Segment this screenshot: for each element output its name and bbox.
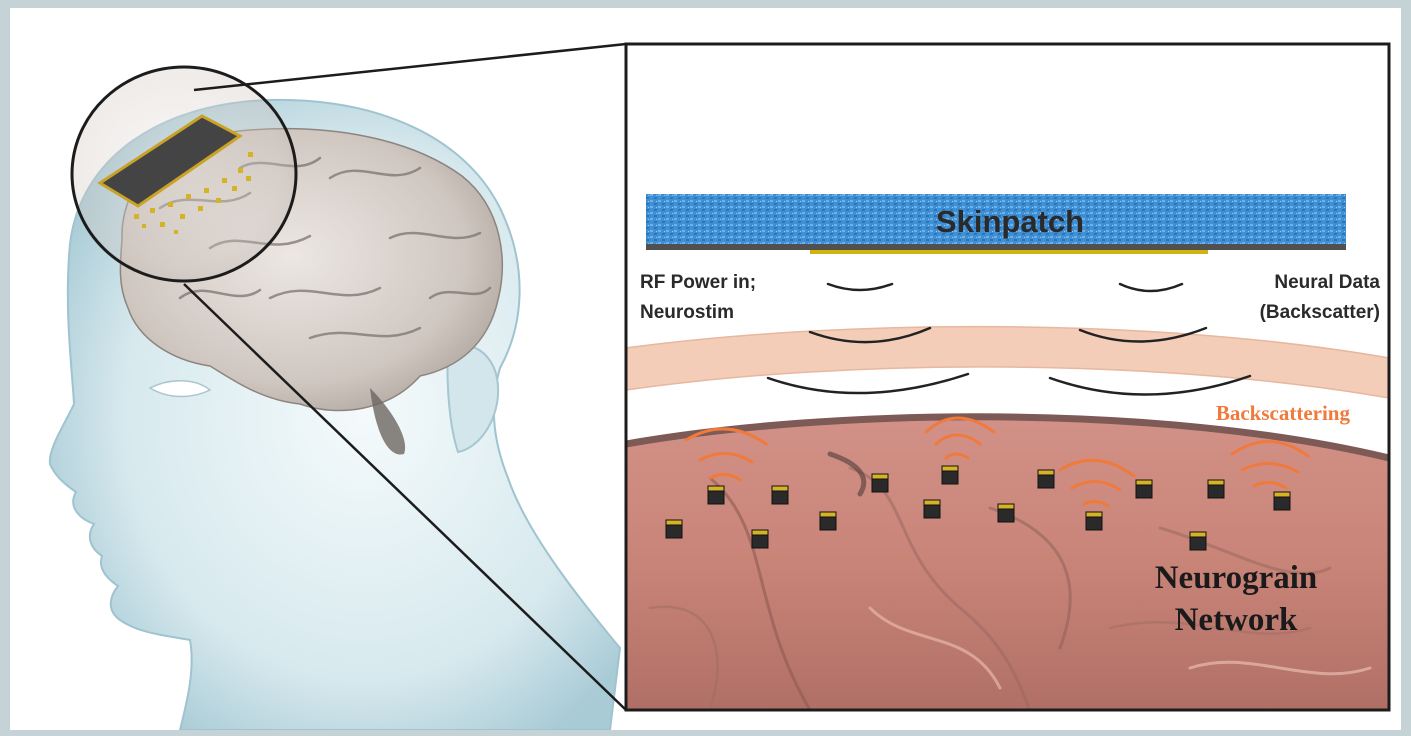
backscattering-label: Backscattering xyxy=(1216,401,1351,425)
neurograin-label-line2: Network xyxy=(1175,602,1298,638)
neurograin-label-line1: Neurograin xyxy=(1155,560,1318,596)
skinpatch-label: Skinpatch xyxy=(936,204,1084,239)
neurograin xyxy=(1136,480,1152,498)
neurograin xyxy=(924,500,940,518)
neurograin xyxy=(708,486,724,504)
neural-data-label-line2: (Backscatter) xyxy=(1260,302,1380,323)
neural-data-label-line1: Neural Data xyxy=(1274,272,1380,293)
zoom-panel: Skinpatch RF Power in; Neurostim Neural … xyxy=(626,44,1389,710)
neurograin xyxy=(1208,480,1224,498)
neurograin xyxy=(1274,492,1290,510)
skinpatch-coil xyxy=(810,250,1208,254)
neurograin xyxy=(998,504,1014,522)
neurograin xyxy=(1190,532,1206,550)
neurograin xyxy=(820,512,836,530)
neurograin xyxy=(942,466,958,484)
neurograin xyxy=(1038,470,1054,488)
rf-power-label-line2: Neurostim xyxy=(640,302,734,323)
zoom-connector-top xyxy=(194,44,626,90)
rf-power-label-line1: RF Power in; xyxy=(640,272,756,293)
figure-canvas: Skinpatch RF Power in; Neurostim Neural … xyxy=(10,8,1401,730)
neurograin-diagram: Skinpatch RF Power in; Neurostim Neural … xyxy=(10,8,1401,730)
skinpatch-base xyxy=(646,244,1346,250)
neurograin xyxy=(772,486,788,504)
neurograin xyxy=(1086,512,1102,530)
neurograin xyxy=(666,520,682,538)
neurograin xyxy=(872,474,888,492)
neurograin xyxy=(752,530,768,548)
